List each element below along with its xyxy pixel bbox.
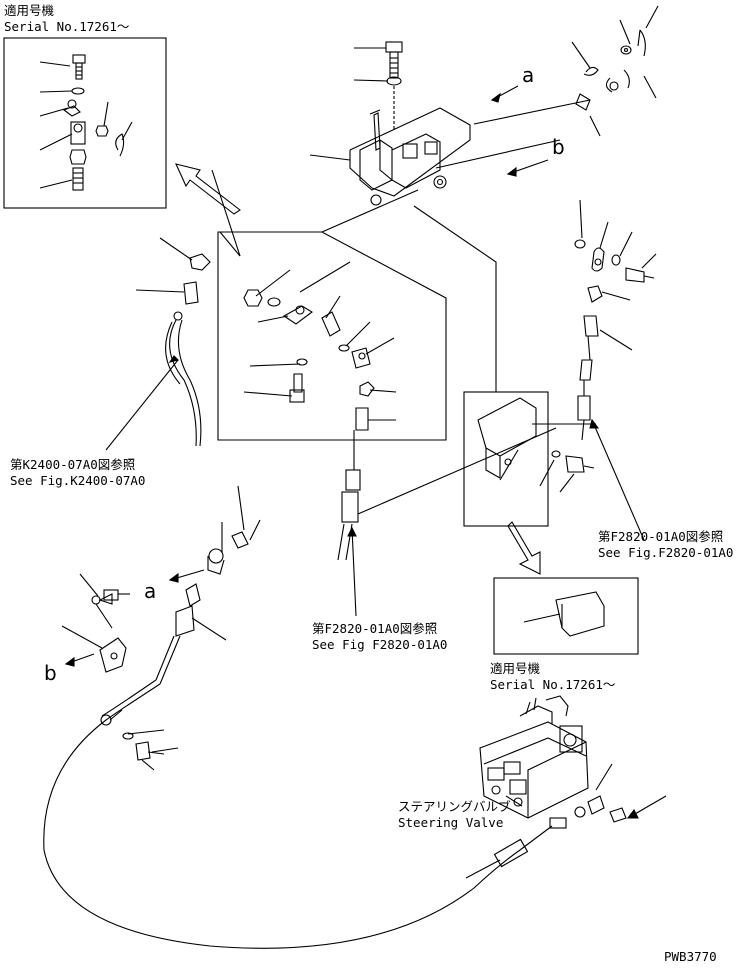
bracket-inset [463, 391, 596, 575]
inset-serial-top [3, 37, 167, 209]
steering-valve-jp: ステアリングバルブ [398, 799, 511, 814]
drawing-code: PWB3770 [664, 949, 717, 964]
joint-part [70, 121, 86, 145]
marker-a-top: a [522, 63, 535, 87]
bracket-inset-bottom [493, 577, 639, 655]
marker-a-left: a [144, 579, 157, 603]
stud-part [72, 167, 84, 191]
nut-part [69, 149, 87, 165]
marker-b-left: b [44, 661, 57, 685]
center-cable [337, 427, 557, 617]
serial-bottom-jp: 適用号機 [490, 661, 541, 676]
control-assembly [309, 41, 591, 206]
hollow-arrow-to-inset [175, 163, 241, 215]
serial-top-en: Serial No.17261〜 [4, 19, 130, 34]
steering-valve-en: Steering Valve [398, 815, 504, 830]
nut-small-part [95, 125, 109, 137]
ref-k2400-jp: 第K2400-07A0図参照 [10, 457, 136, 472]
lower-left-cable-end [43, 485, 521, 949]
serial-top-jp: 適用号機 [4, 3, 55, 18]
ref-f2820-right-en: See Fig.F2820-01A0 [598, 545, 734, 560]
top-right-hardware [571, 5, 659, 137]
right-cable-end-parts [574, 199, 657, 441]
marker-b-top: b [552, 135, 565, 159]
washer-part [71, 87, 85, 95]
serial-bottom-en: Serial No.17261〜 [490, 677, 616, 692]
center-detail-inset [211, 169, 497, 441]
ref-f2820-center-en: See Fig F2820-01A0 [312, 637, 448, 652]
bolt-part [72, 54, 86, 80]
ref-k2400-en: See Fig.K2400-07A0 [10, 473, 146, 488]
steering-valve [465, 695, 667, 879]
ref-f2820-right-jp: 第F2820-01A0図参照 [598, 529, 724, 544]
left-cable-assembly [105, 237, 211, 451]
ref-f2820-center-jp: 第F2820-01A0図参照 [312, 621, 438, 636]
clip-part [62, 99, 81, 117]
cotter-pin-part [115, 133, 125, 157]
